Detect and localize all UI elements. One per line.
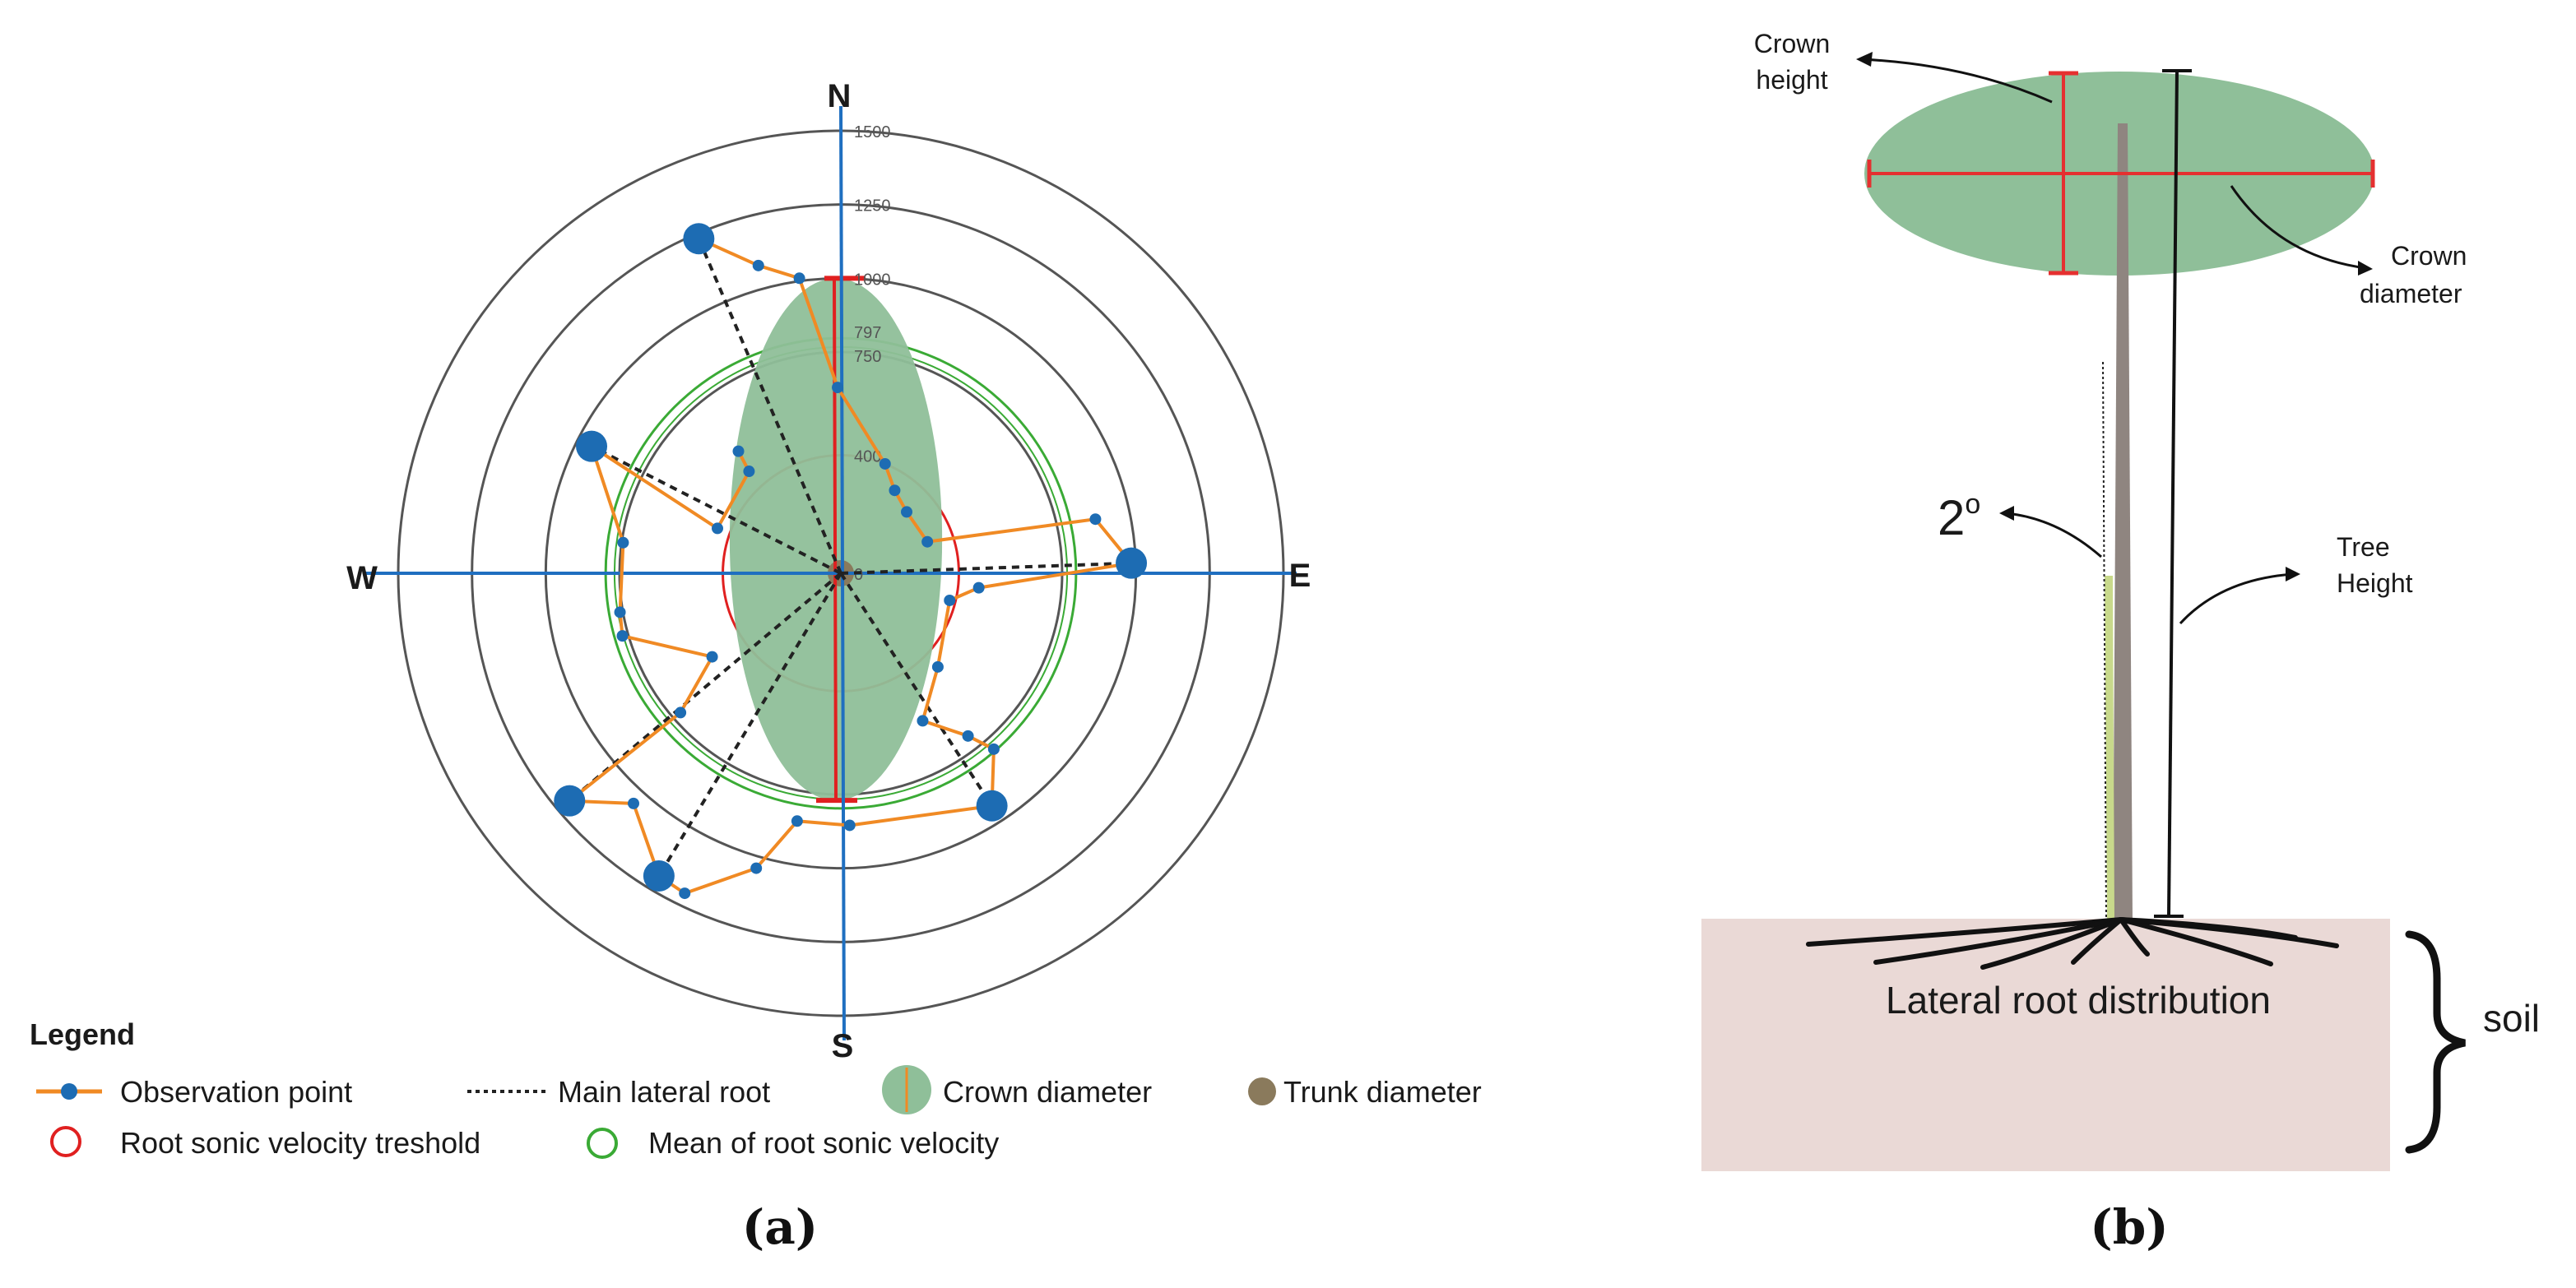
tick-label-2: 750: [854, 348, 881, 366]
observation-point: [901, 506, 913, 518]
main-observation-point: [683, 223, 715, 255]
crown-diameter-label-line1: Crown: [2391, 241, 2467, 271]
lateral-root-label: Lateral root distribution: [1886, 979, 2271, 1022]
tree-diagram: Crown height Crown diameter Tree Height …: [1701, 29, 2540, 1171]
soil-brace: [2405, 930, 2466, 1154]
tree-height-label-line2: Height: [2337, 568, 2413, 598]
observation-point: [750, 862, 763, 874]
observation-point: [675, 707, 687, 719]
observation-point: [879, 457, 891, 470]
angle-degree-sign: o: [1965, 489, 1980, 520]
observation-point: [987, 743, 1000, 755]
main-root-9: [840, 561, 1132, 575]
crown-axis-line: [833, 278, 838, 801]
angle-value: 2: [1938, 490, 1965, 545]
tick-label-3: 797: [854, 324, 881, 342]
direction-n: N: [828, 78, 852, 114]
observation-point: [628, 797, 640, 809]
observation-point: [614, 606, 626, 619]
observation-point: [793, 272, 805, 285]
observation-point: [962, 730, 974, 742]
observation-point: [843, 819, 856, 832]
observation-point: [931, 660, 944, 673]
vertical-reference-line: [2102, 361, 2107, 920]
crown-height-label-line1: Crown: [1754, 29, 1830, 58]
main-observation-point: [1116, 547, 1148, 579]
main-root-21: [657, 572, 842, 878]
observation-point: [972, 581, 985, 594]
tick-label-6: 1500: [854, 123, 891, 141]
tick-label-1: 400: [854, 448, 881, 466]
crown-diameter-label-line2: diameter: [2360, 279, 2462, 308]
observation-point: [917, 715, 929, 727]
observation-point: [944, 594, 956, 606]
legend-title: Legend: [30, 1017, 135, 1051]
crown-ellipse: [729, 276, 943, 804]
angle-label: 2o: [1938, 489, 1980, 545]
main-observation-point: [576, 430, 608, 462]
legend-trunk-swatch: [1248, 1077, 1276, 1105]
direction-e: E: [1289, 558, 1311, 594]
tick-label-4: 1000: [854, 271, 891, 289]
callout-arrows: [1856, 52, 2373, 625]
tick-label-0: 0: [854, 566, 863, 584]
legend-main-lateral-root: Main lateral root: [558, 1075, 770, 1109]
legend-crown-diameter: Crown diameter: [943, 1075, 1152, 1109]
lateral-roots: [1806, 917, 2339, 970]
direction-w: W: [346, 560, 378, 596]
observation-point: [832, 382, 844, 394]
observation-point: [752, 259, 764, 271]
legend-observation-point: Observation point: [120, 1075, 352, 1109]
legend-mean-swatch: [587, 1128, 618, 1159]
observation-point: [712, 522, 724, 535]
panel-label-a: (a): [742, 1199, 818, 1255]
observation-point: [679, 887, 691, 900]
legend-threshold-swatch: [50, 1126, 81, 1157]
observation-point: [791, 815, 803, 827]
panel-label-b: (b): [2090, 1199, 2168, 1255]
soil-area: [1701, 919, 2390, 1171]
observation-point: [616, 630, 629, 642]
tick-label-5: 1250: [854, 197, 891, 215]
legend-mean: Mean of root sonic velocity: [648, 1126, 999, 1160]
main-root-0: [697, 238, 842, 574]
main-root-29: [591, 444, 842, 575]
compass-axes: [365, 105, 1297, 1041]
main-observation-point: [643, 860, 675, 892]
tree-height-label-line1: Tree: [2337, 532, 2390, 562]
observation-points: [554, 223, 1148, 900]
legend-threshold: Root sonic velocity treshold: [120, 1126, 480, 1160]
legend: Legend Observation point Main lateral ro…: [30, 1017, 1482, 1160]
legend-trunk-diameter: Trunk diameter: [1283, 1075, 1482, 1109]
observation-point: [617, 536, 629, 549]
observation-point: [1089, 513, 1102, 526]
soil-label: soil: [2483, 997, 2540, 1040]
observation-point: [921, 535, 934, 548]
observation-point: [706, 651, 718, 663]
radial-tick-labels: 0 400 750 797 1000 1250 1500: [854, 123, 891, 584]
trunk-tilt-highlight: [2105, 576, 2114, 920]
main-root-16: [839, 572, 994, 807]
crown-height-label-line2: height: [1756, 65, 1827, 95]
tree-height-line: [2167, 70, 2179, 917]
legend-point-swatch: [61, 1083, 77, 1100]
observation-point: [889, 484, 901, 497]
observation-point: [743, 466, 755, 478]
main-observation-point: [554, 785, 586, 817]
direction-s: S: [832, 1028, 854, 1064]
main-observation-point: [976, 790, 1008, 822]
tree-trunk: [2113, 123, 2133, 921]
observation-point: [732, 445, 745, 457]
